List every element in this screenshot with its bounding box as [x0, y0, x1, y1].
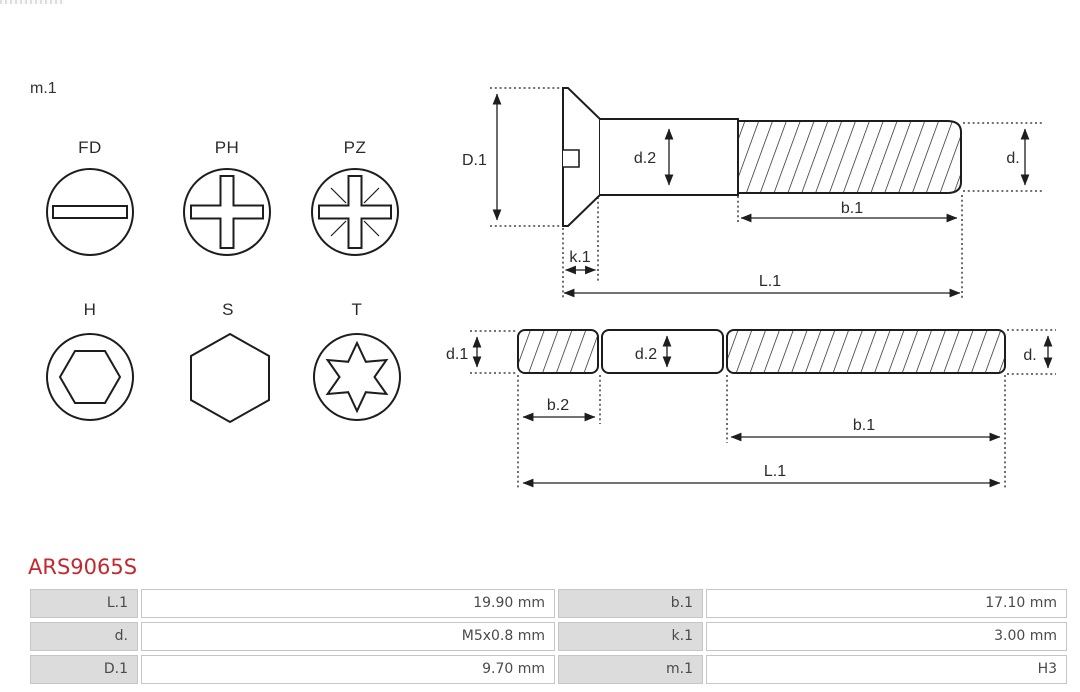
countersunk-screw-drawing: D.1 d.2 d. b.1 k.1 L.1	[462, 87, 1042, 299]
screw-technical-drawing: D.1 d.2 d. b.1 k.1 L.1 d.1 d.2 d. b.2 b.…	[446, 87, 1056, 488]
drive-type-label-s: S	[222, 300, 234, 319]
cropped-watermark	[0, 0, 64, 4]
m1-note: m.1	[30, 80, 57, 97]
spec-label: b.1	[558, 589, 703, 618]
dim-label-L1-bottom: L.1	[764, 463, 786, 480]
pozidriv-drive-icon	[311, 168, 399, 256]
phillips-drive-icon	[183, 168, 271, 256]
spec-value: H3	[706, 655, 1067, 684]
drive-type-label-pz: PZ	[343, 138, 367, 157]
spec-value: 17.10 mm	[706, 589, 1067, 618]
dim-label-L1-top: L.1	[759, 273, 781, 290]
hex-socket-drive-icon	[46, 333, 134, 421]
drive-type-label-t: T	[351, 300, 363, 319]
drive-type-label-ph: PH	[214, 138, 240, 157]
dim-label-d-top: d.	[1006, 150, 1019, 167]
dim-label-d2-bottom: d.2	[635, 346, 657, 363]
spec-table: L.1 19.90 mm b.1 17.10 mm d. M5x0.8 mm k…	[30, 589, 1067, 684]
dim-label-k1-top: k.1	[569, 249, 590, 266]
spec-value: 9.70 mm	[141, 655, 555, 684]
dim-label-d2-top: d.2	[634, 150, 656, 167]
spec-value: 19.90 mm	[141, 589, 555, 618]
spec-label: k.1	[558, 622, 703, 651]
stud-drawing: d.1 d.2 d. b.2 b.1 L.1	[446, 329, 1056, 488]
torx-drive-icon	[313, 333, 401, 421]
drive-type-label-fd: FD	[78, 138, 102, 157]
drive-type-label-h: H	[83, 300, 97, 319]
spec-label: D.1	[30, 655, 138, 684]
dim-label-d1-bottom: d.1	[446, 346, 468, 363]
dim-label-b2-bottom: b.2	[547, 397, 569, 414]
dim-label-b1-bottom: b.1	[853, 417, 875, 434]
part-number[interactable]: ARS9065S	[28, 555, 138, 579]
hex-external-drive-icon	[190, 332, 270, 424]
slotted-drive-icon	[46, 168, 134, 256]
spec-label: d.	[30, 622, 138, 651]
spec-label: m.1	[558, 655, 703, 684]
dim-label-d-bottom: d.	[1023, 347, 1036, 364]
spec-value: 3.00 mm	[706, 622, 1067, 651]
spec-label: L.1	[30, 589, 138, 618]
dim-label-b1-top: b.1	[841, 200, 863, 217]
spec-value: M5x0.8 mm	[141, 622, 555, 651]
dim-label-D1-top: D.1	[462, 152, 487, 169]
